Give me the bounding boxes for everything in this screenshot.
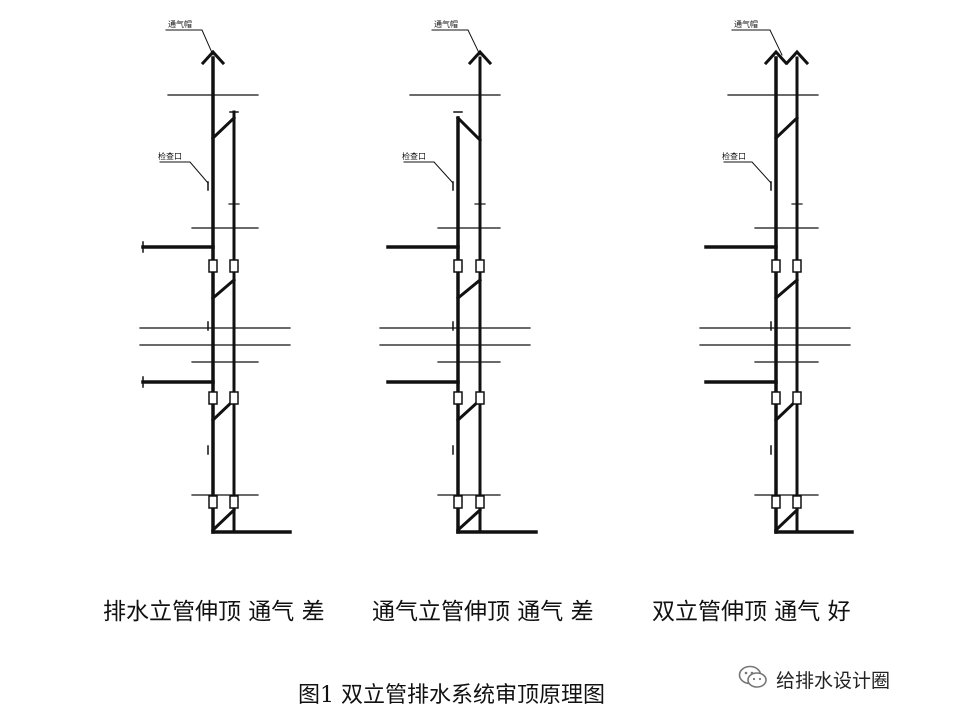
watermark-text: 给排水设计圈 — [776, 670, 891, 692]
diagram-a — [139, 29, 292, 534]
caption-diagram-c: 双立管伸顶 通气 好 — [652, 599, 851, 625]
figure-title: 图1 双立管排水系统审顶原理图 — [298, 683, 605, 708]
watermark: 给排水设计圈 — [738, 664, 890, 695]
cleanout-label-b: 检查口 — [402, 151, 426, 161]
cleanout-label-a: 检查口 — [158, 151, 182, 161]
diagram-c — [699, 29, 854, 534]
vent-cap-label-b: 通气帽 — [434, 19, 458, 29]
caption-diagram-a: 排水立管伸顶 通气 差 — [103, 599, 325, 625]
cleanout-label-c: 检查口 — [722, 151, 746, 161]
caption-diagram-b: 通气立管伸顶 通气 差 — [372, 599, 594, 625]
vent-cap-label-c: 通气帽 — [734, 19, 758, 29]
vent-cap-label-a: 通气帽 — [168, 19, 192, 29]
diagram-b — [379, 29, 538, 534]
wechat-icon — [738, 664, 768, 695]
schematic-diagrams: 通气帽 检查口 通气帽 检查口 通气帽 检查口 — [139, 19, 854, 534]
